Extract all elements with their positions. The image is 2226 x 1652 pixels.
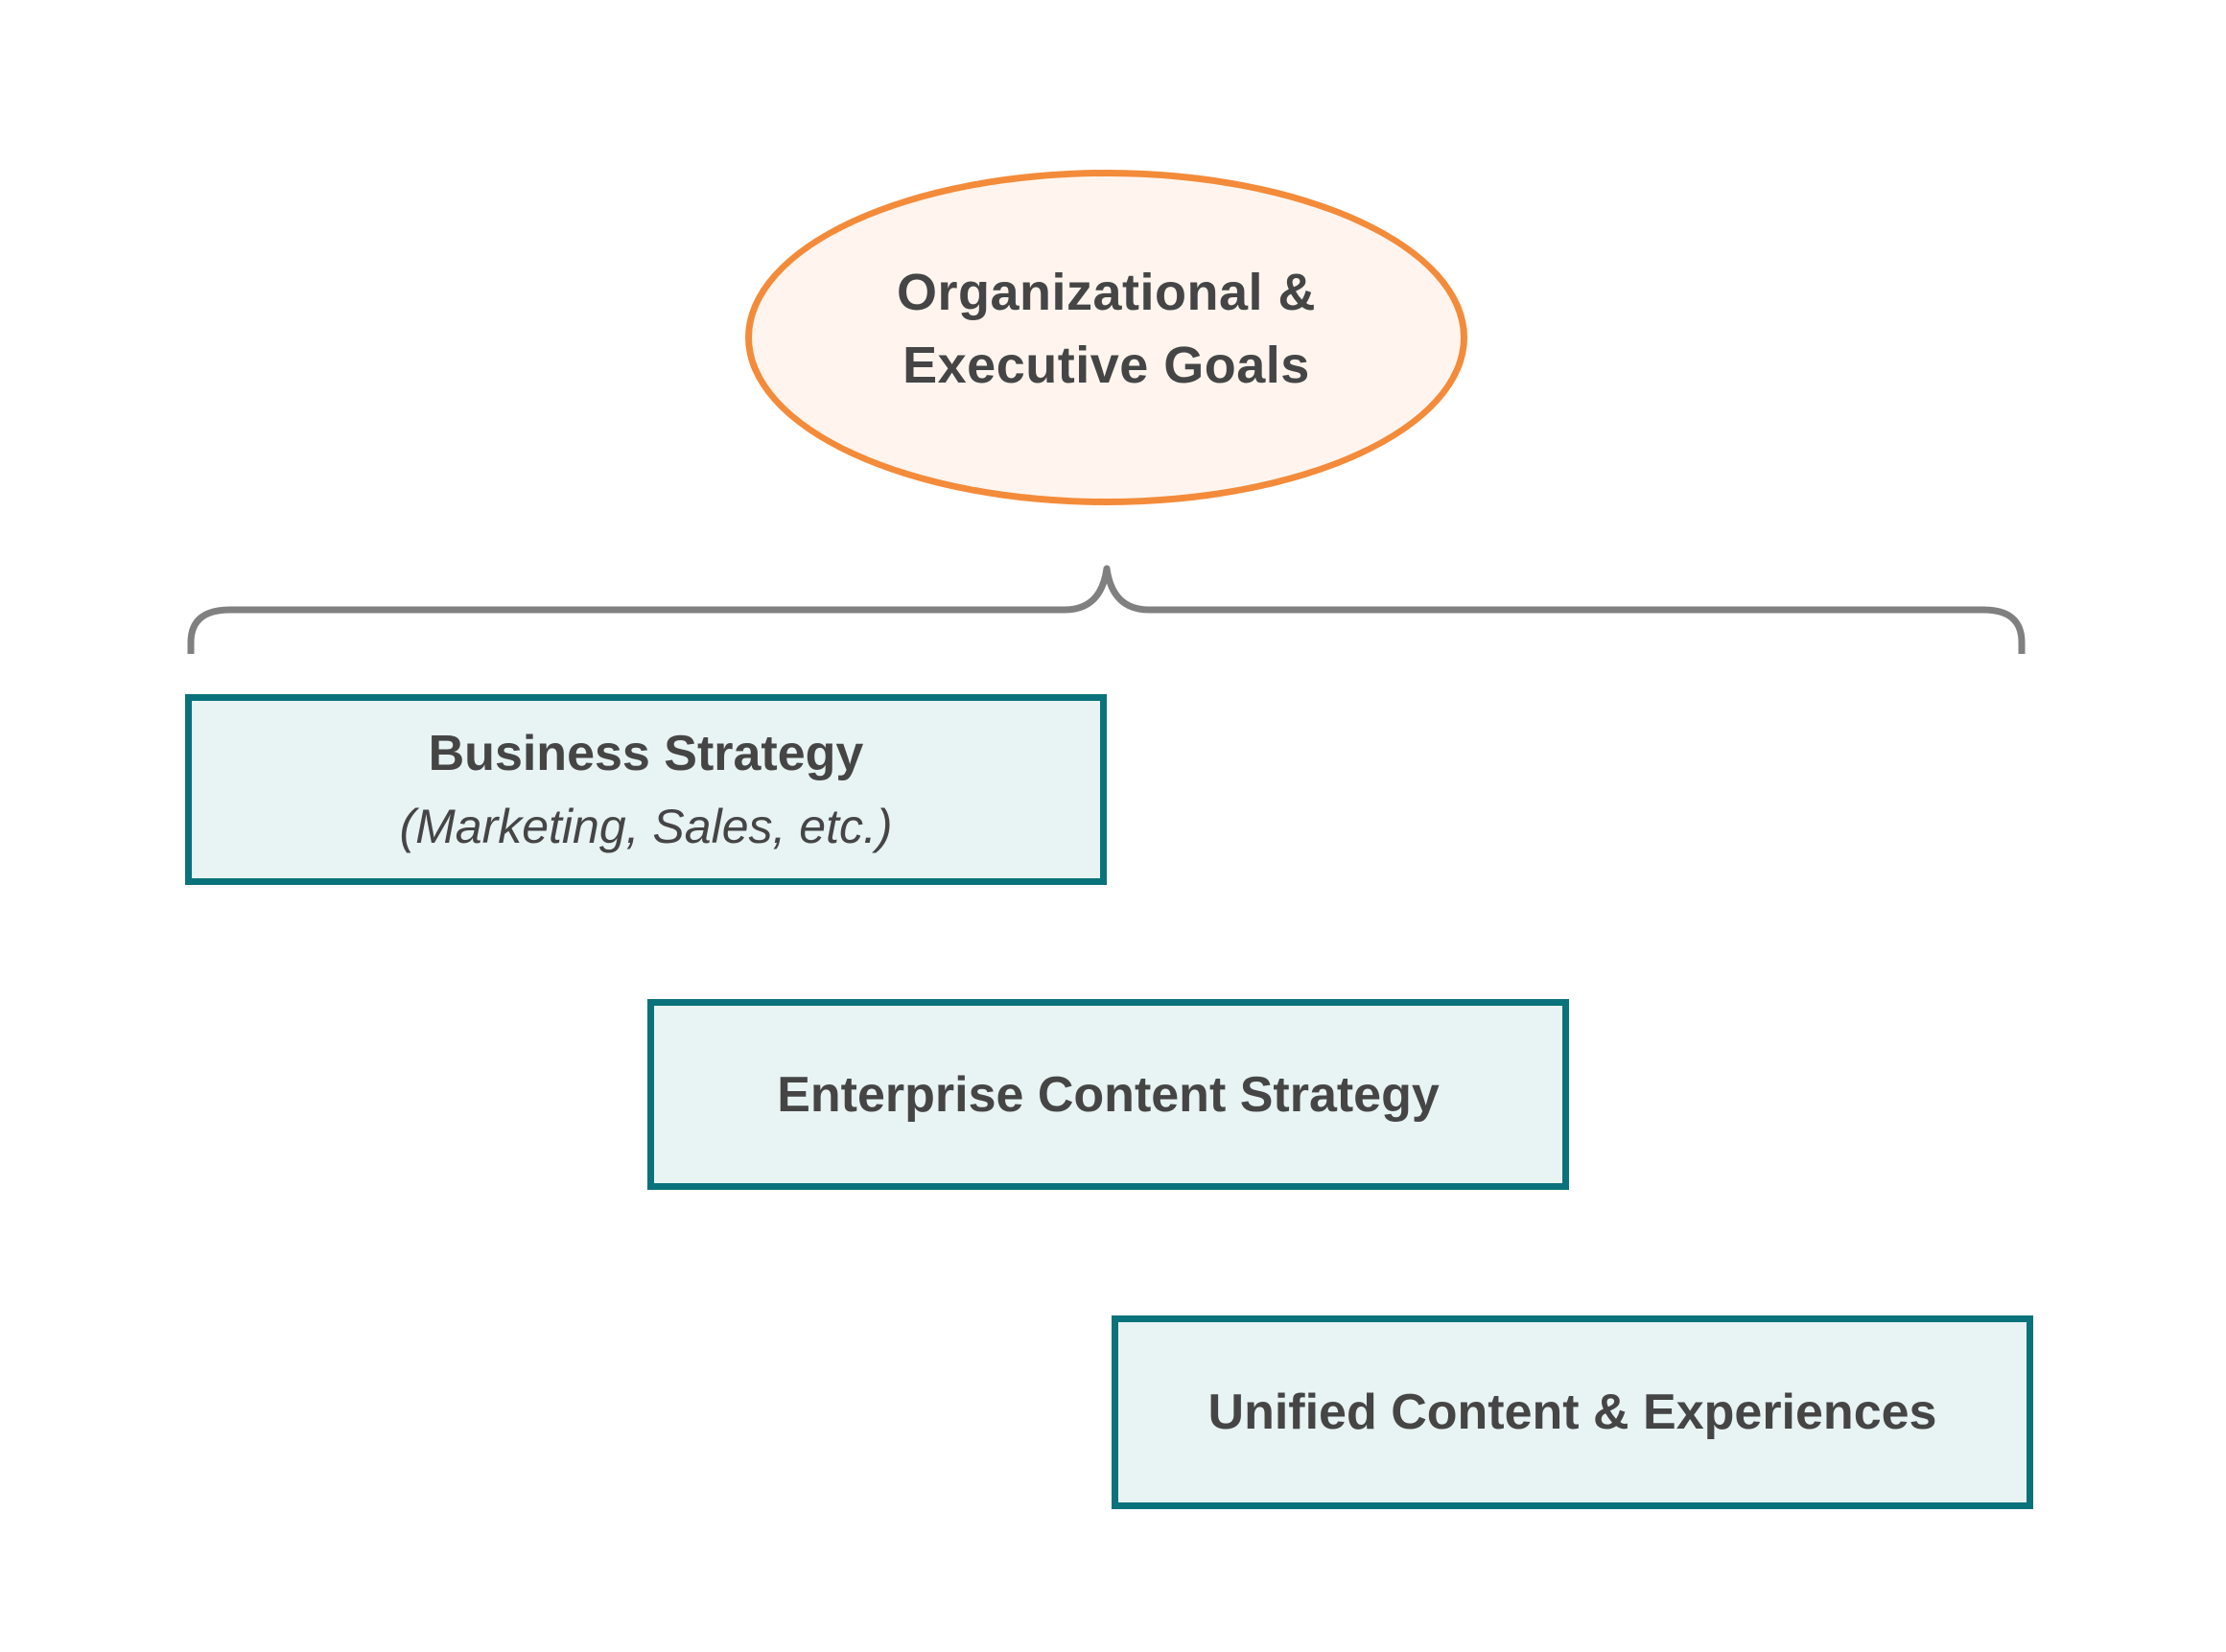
business-strategy-title: Business Strategy [428,725,864,781]
enterprise-content-strategy-title: Enterprise Content Strategy [777,1066,1440,1123]
brace-path [187,565,2026,654]
enterprise-content-strategy-box: Enterprise Content Strategy [647,999,1569,1190]
unified-content-experiences-box: Unified Content & Experiences [1112,1315,2033,1509]
unified-content-experiences-title: Unified Content & Experiences [1207,1384,1937,1440]
goal-ellipse: Organizational & Executive Goals [745,170,1467,505]
business-strategy-box: Business Strategy (Marketing, Sales, etc… [185,694,1107,885]
goal-label-line-2: Executive Goals [902,337,1310,394]
goal-label-line-1: Organizational & [896,264,1317,321]
business-strategy-subtitle: (Marketing, Sales, etc.) [399,799,893,853]
